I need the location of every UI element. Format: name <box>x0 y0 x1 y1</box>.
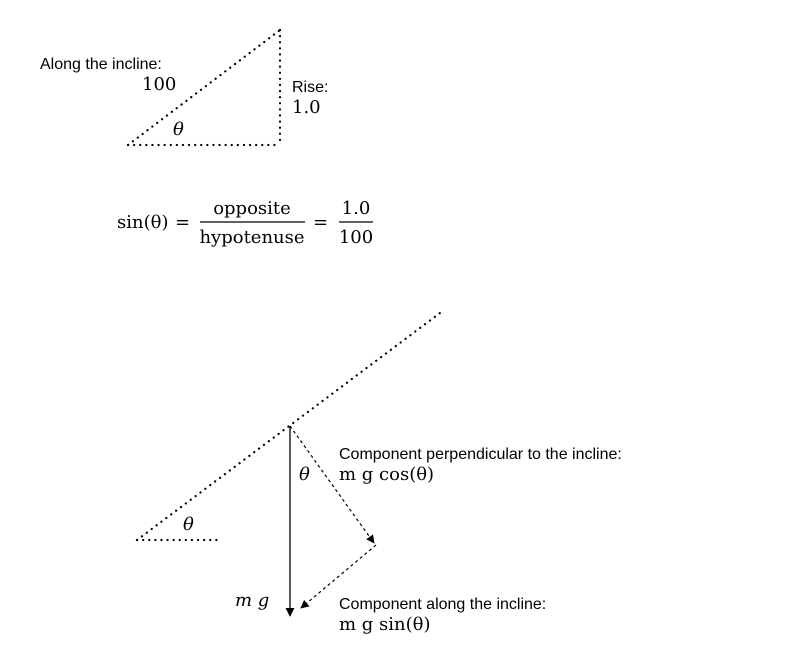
value-denominator: 100 <box>339 227 373 248</box>
sine-equation: sin(θ) = opposite hypotenuse = 1.0 100 <box>117 198 373 248</box>
slope-triangle <box>126 28 282 147</box>
equation-lhs: sin(θ) <box>117 212 168 233</box>
triangle-hypotenuse <box>126 28 282 147</box>
fraction-numerator: opposite <box>213 198 291 219</box>
incline-line <box>135 311 442 542</box>
fraction-denominator: hypotenuse <box>199 227 304 248</box>
weight-label: m g <box>235 590 269 611</box>
vector-angle-label: θ <box>299 464 310 485</box>
perpendicular-component-formula: m g cos(θ) <box>339 464 434 485</box>
perpendicular-component-label: Component perpendicular to the incline: <box>339 446 622 463</box>
value-numerator: 1.0 <box>342 198 371 219</box>
rise-label: Rise: <box>292 79 328 96</box>
perpendicular-component-vector <box>289 425 375 544</box>
force-diagram <box>135 311 442 617</box>
equation-equals-1: = <box>175 212 190 233</box>
triangle-angle-label: θ <box>173 119 184 140</box>
rise-value: 1.0 <box>292 97 321 118</box>
incline-angle-label: θ <box>183 514 194 535</box>
along-incline-component-vector <box>300 544 377 609</box>
equation-equals-2: = <box>313 212 328 233</box>
along-component-formula: m g sin(θ) <box>339 614 431 635</box>
hypotenuse-label: Along the incline: <box>40 56 162 73</box>
along-component-label: Component along the incline: <box>339 596 546 613</box>
hypotenuse-value: 100 <box>142 74 176 95</box>
